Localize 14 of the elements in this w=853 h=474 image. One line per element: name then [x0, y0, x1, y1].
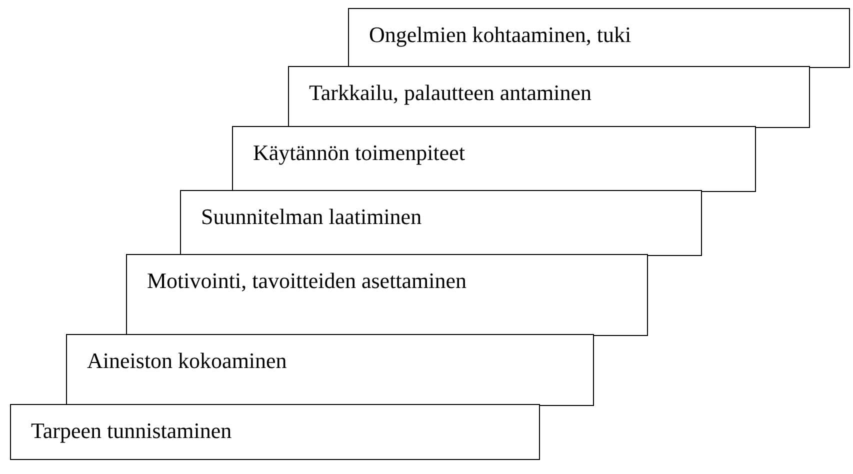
step-label: Käytännön toimenpiteet [253, 139, 465, 166]
step-box [66, 334, 594, 406]
step-label: Suunnitelman laatiminen [201, 203, 422, 230]
step-box [180, 190, 702, 256]
step-label: Tarpeen tunnistaminen [31, 417, 232, 444]
step-label: Aineiston kokoaminen [87, 347, 287, 374]
step-box [10, 404, 540, 460]
step-label: Ongelmien kohtaaminen, tuki [369, 21, 632, 48]
step-label: Motivointi, tavoitteiden asettaminen [147, 267, 467, 294]
step-label: Tarkkailu, palautteen antaminen [309, 79, 592, 106]
step-box [288, 66, 810, 128]
step-box [232, 126, 756, 192]
step-box [348, 8, 850, 68]
step-box [126, 254, 648, 336]
